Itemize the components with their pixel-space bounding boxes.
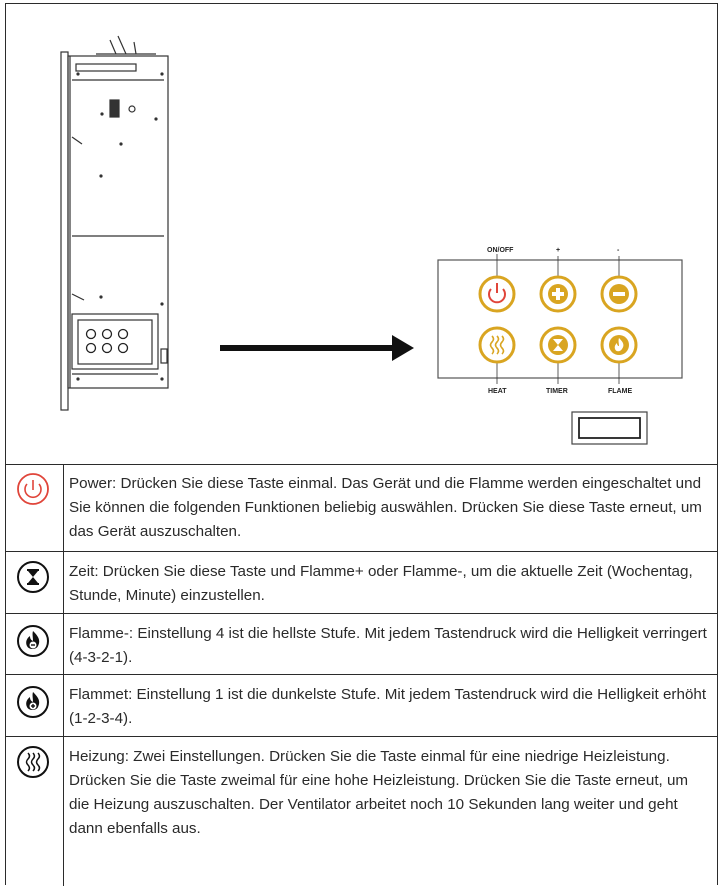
label-plus: + xyxy=(556,247,560,254)
icon-cell xyxy=(6,464,64,551)
label-timer: TIMER xyxy=(546,388,568,395)
icon-cell xyxy=(6,675,64,736)
heat-icon xyxy=(17,746,49,778)
label-minus: - xyxy=(617,247,620,254)
icon-cell xyxy=(6,552,64,613)
row-text: Flammet: Einstellung 1 ist die dunkelste… xyxy=(69,686,707,727)
row-text: Flamme-: Einstellung 4 ist die hellste S… xyxy=(69,625,707,666)
arrow xyxy=(220,335,414,361)
row-timer: Zeit: Drücken Sie diese Taste und Flamme… xyxy=(6,552,717,614)
power-icon xyxy=(17,473,49,505)
control-panel-drawing: ON/OFF + - HEAT TIMER FLAME xyxy=(437,247,683,445)
fireplace-unit-drawing xyxy=(60,35,169,411)
label-flame: FLAME xyxy=(608,388,632,395)
row-text: Power: Drücken Sie diese Taste einmal. D… xyxy=(69,475,702,540)
icon-cell xyxy=(6,737,64,886)
hourglass-icon xyxy=(17,561,49,593)
unit-screws xyxy=(76,72,164,381)
label-onoff: ON/OFF xyxy=(487,247,514,254)
manual-page: ON/OFF + - HEAT TIMER FLAME Power: Drück… xyxy=(5,3,718,886)
label-heat: HEAT xyxy=(488,388,507,395)
row-text: Heizung: Zwei Einstellungen. Drücken Sie… xyxy=(69,748,689,837)
icon-cell xyxy=(6,614,64,674)
row-flame-minus: Flamme-: Einstellung 4 ist die hellste S… xyxy=(6,614,717,675)
device-illustration: ON/OFF + - HEAT TIMER FLAME xyxy=(60,35,683,445)
device-figure: ON/OFF + - HEAT TIMER FLAME xyxy=(6,4,717,465)
flame-minus-icon xyxy=(17,625,49,657)
flame-plus-icon xyxy=(17,686,49,718)
row-heat: Heizung: Zwei Einstellungen. Drücken Sie… xyxy=(6,737,717,886)
row-flame-plus: Flammet: Einstellung 1 ist die dunkelste… xyxy=(6,675,717,737)
row-text: Zeit: Drücken Sie diese Taste und Flamme… xyxy=(69,563,693,604)
row-power: Power: Drücken Sie diese Taste einmal. D… xyxy=(6,464,717,552)
unit-mini-buttons xyxy=(85,328,129,354)
